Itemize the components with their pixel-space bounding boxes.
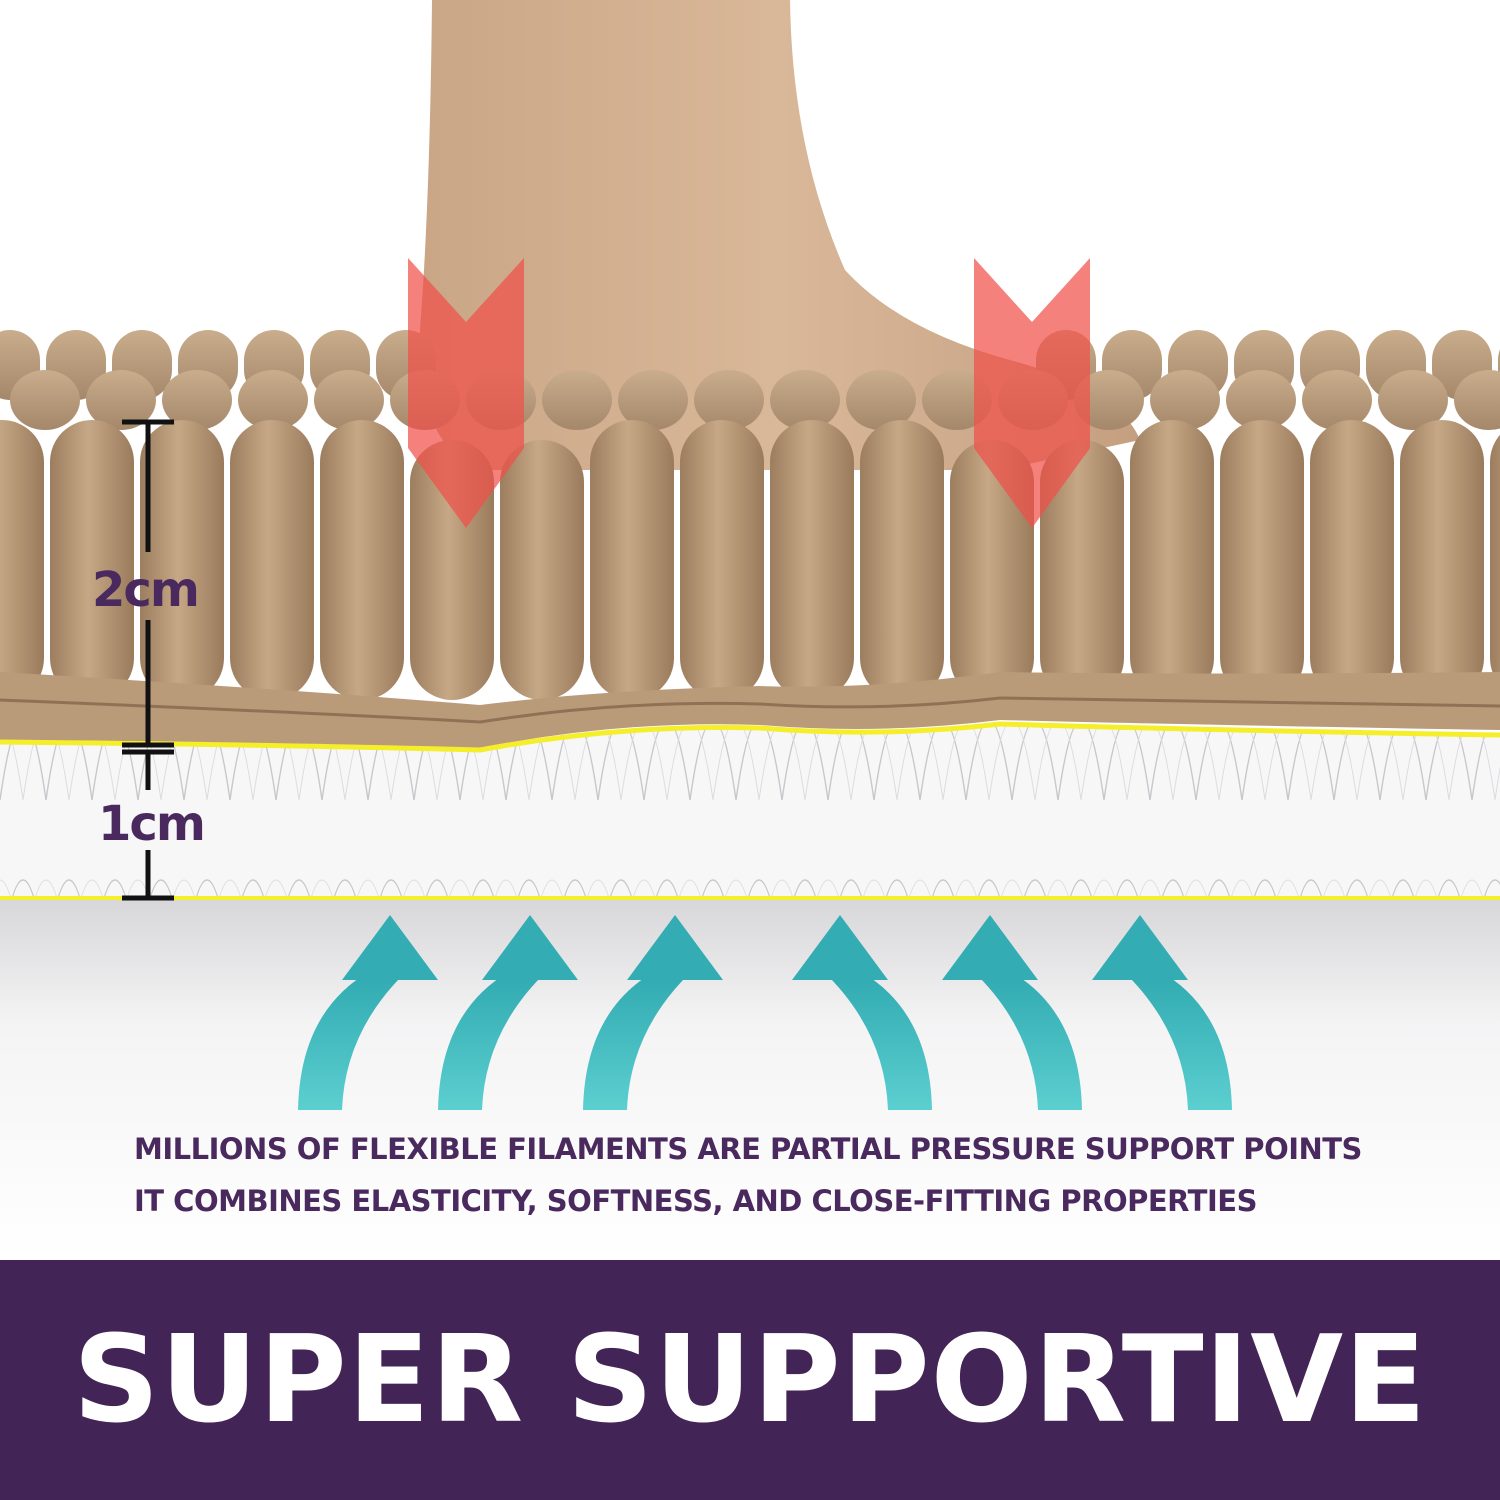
caption-line-2: IT COMBINES ELASTICITY, SOFTNESS, AND CL… bbox=[134, 1184, 1257, 1218]
support-arrow-head-icon bbox=[482, 915, 578, 980]
support-arrow-icon bbox=[1122, 970, 1232, 1110]
support-arrow-head-icon bbox=[627, 915, 723, 980]
support-arrow-icon bbox=[972, 970, 1082, 1110]
chenille-column bbox=[500, 440, 584, 700]
chenille-column bbox=[1310, 420, 1394, 700]
mat-cross-section bbox=[0, 0, 1500, 1260]
chenille-column bbox=[590, 420, 674, 700]
pressure-arrow-right-icon bbox=[974, 258, 1090, 528]
measurement-label-bottom: 1cm bbox=[98, 796, 206, 852]
support-arrow-head-icon bbox=[342, 915, 438, 980]
chenille-column bbox=[140, 420, 224, 700]
chenille-column bbox=[770, 420, 854, 700]
support-arrow-icon bbox=[438, 970, 548, 1110]
front-chenille-columns bbox=[0, 420, 1500, 700]
chenille-column bbox=[50, 420, 134, 700]
measurement-label-top: 2cm bbox=[92, 562, 200, 618]
chenille-column bbox=[1130, 420, 1214, 700]
support-arrows bbox=[298, 915, 1232, 1110]
chenille-column bbox=[0, 420, 44, 700]
support-arrow-head-icon bbox=[792, 915, 888, 980]
support-arrow-icon bbox=[583, 970, 693, 1110]
pressure-arrows bbox=[408, 258, 1090, 528]
chenille-column bbox=[680, 420, 764, 700]
title-banner: SUPER SUPPORTIVE bbox=[0, 1260, 1500, 1500]
measurement-bracket bbox=[122, 419, 174, 901]
support-arrow-icon bbox=[822, 970, 932, 1110]
support-arrow-head-icon bbox=[1092, 915, 1188, 980]
foam-top-edge bbox=[0, 721, 1500, 753]
chenille-column bbox=[230, 420, 314, 700]
back-chenille-rows bbox=[0, 330, 1500, 430]
chenille-column bbox=[860, 420, 944, 700]
chenille-column bbox=[1220, 420, 1304, 700]
caption-line-1: MILLIONS OF FLEXIBLE FILAMENTS ARE PARTI… bbox=[134, 1132, 1362, 1166]
chenille-column bbox=[1400, 420, 1484, 700]
chenille-column bbox=[950, 440, 1034, 700]
chenille-column bbox=[1490, 434, 1500, 686]
pressure-arrow-left-icon bbox=[408, 258, 524, 528]
support-arrow-head-icon bbox=[942, 915, 1038, 980]
foot-illustration bbox=[418, 0, 1140, 470]
support-arrow-icon bbox=[298, 970, 408, 1110]
product-illustration: 2cm 1cm MILLIONS OF FLEXIBLE FILAMENTS A… bbox=[0, 0, 1500, 1260]
chenille-column bbox=[320, 420, 404, 700]
banner-title: SUPER SUPPORTIVE bbox=[72, 1310, 1428, 1450]
chenille-column bbox=[1040, 440, 1124, 700]
